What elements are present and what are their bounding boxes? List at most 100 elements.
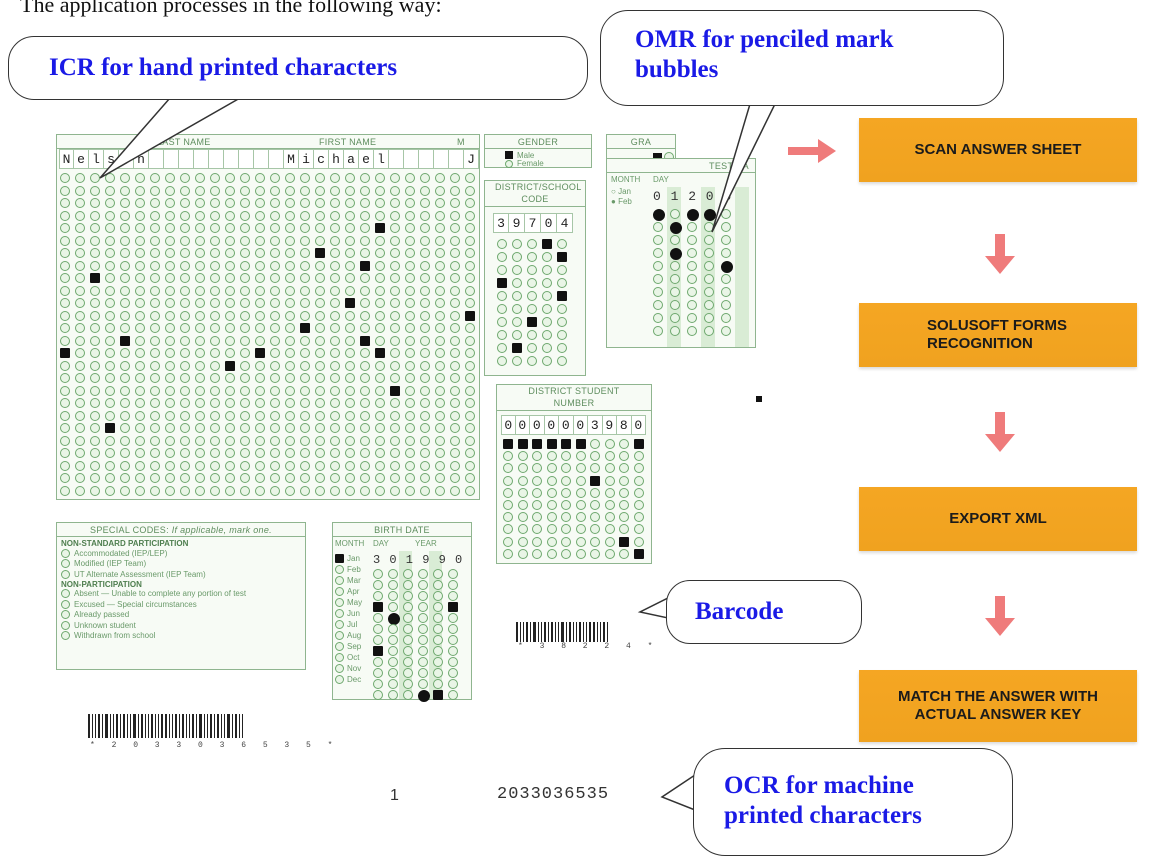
bubble <box>255 223 265 233</box>
special-code-bubble <box>61 599 70 609</box>
barcode-bar <box>98 714 100 738</box>
bubble <box>285 310 295 321</box>
bubble <box>375 285 385 296</box>
bubble <box>433 668 443 678</box>
bubble <box>105 473 115 483</box>
bubble <box>150 423 160 433</box>
bubble <box>633 524 644 535</box>
icr-callout-tail <box>99 97 243 179</box>
bubble <box>270 235 280 246</box>
letter-cell: 3 <box>493 213 509 233</box>
bubble <box>435 385 445 396</box>
bubble <box>435 310 445 321</box>
bubble <box>210 285 220 296</box>
bubble <box>150 260 160 271</box>
bubble <box>405 485 415 496</box>
bubble <box>345 360 355 371</box>
bubble <box>180 223 190 233</box>
special-code-label: Absent — Unable to complete any portion … <box>74 589 247 599</box>
bubble <box>120 360 130 371</box>
bubble <box>420 173 430 183</box>
bubble <box>120 173 130 183</box>
bubble <box>270 298 280 308</box>
bubble <box>503 463 513 474</box>
bubble <box>165 248 175 258</box>
bubble <box>255 173 265 183</box>
bubble <box>670 274 680 284</box>
bubble <box>150 360 160 371</box>
bubble <box>418 580 428 590</box>
bubble <box>557 239 567 249</box>
bubble <box>512 278 522 288</box>
bubble <box>300 385 310 396</box>
bubble <box>165 348 175 358</box>
bubble <box>450 448 460 458</box>
special-code-option: Absent — Unable to complete any portion … <box>61 589 301 600</box>
bubble <box>195 285 205 296</box>
mi-header: M <box>457 137 465 147</box>
special-code-bubble <box>61 548 70 558</box>
bubble <box>75 323 85 333</box>
bubble <box>420 248 430 258</box>
bubble <box>165 323 175 333</box>
bubble <box>512 317 522 327</box>
bubble <box>255 298 265 308</box>
bubble <box>517 463 528 474</box>
bubble <box>180 198 190 208</box>
bubble <box>240 335 250 346</box>
bubble <box>135 485 145 496</box>
bubble <box>240 273 250 283</box>
bubble <box>604 499 615 510</box>
bubble <box>165 410 175 421</box>
bubble <box>315 223 325 233</box>
bubble <box>532 451 542 462</box>
bubble <box>165 398 175 408</box>
bubble <box>240 410 250 421</box>
special-codes-note: If applicable, mark one. <box>171 525 272 535</box>
bubble <box>433 679 443 689</box>
bubble <box>390 385 400 396</box>
birth-month-label: MONTH <box>335 539 365 548</box>
bubble <box>360 198 370 208</box>
test-date-month-label: MONTH <box>611 175 641 184</box>
bubble <box>345 460 355 471</box>
bubble <box>590 487 600 498</box>
bubble <box>590 524 600 535</box>
bubble <box>420 285 430 296</box>
bubble <box>497 330 507 340</box>
barcode-bar <box>148 714 149 738</box>
bubble <box>546 499 557 510</box>
bubble <box>195 323 205 333</box>
bubble <box>450 185 460 196</box>
bubble <box>360 185 370 196</box>
bubble <box>180 273 190 283</box>
bubble <box>633 536 644 547</box>
bubble <box>360 423 370 433</box>
bubble <box>435 210 445 221</box>
letter-cell <box>254 149 269 169</box>
bubble <box>687 313 697 323</box>
bubble <box>448 580 458 590</box>
bubble <box>590 512 600 523</box>
bubble <box>225 310 235 321</box>
birth-month-option: Jul <box>335 619 362 630</box>
bubble <box>405 323 415 333</box>
bubble <box>373 635 383 645</box>
bubble <box>195 473 205 483</box>
bubble <box>653 209 665 221</box>
bubble <box>300 360 310 371</box>
letter-cell: N <box>59 149 74 169</box>
barcode-bar <box>133 714 136 738</box>
bubble <box>165 198 175 208</box>
letter-cell <box>404 149 419 169</box>
bubble <box>135 323 145 333</box>
bubble <box>388 602 398 612</box>
bubble <box>120 323 130 333</box>
barcode-bar <box>217 714 219 738</box>
bubble <box>670 222 682 234</box>
grade-mark <box>653 153 662 162</box>
bubble <box>405 173 415 183</box>
bubble <box>270 460 280 471</box>
bubble <box>360 273 370 283</box>
bubble <box>527 278 537 288</box>
